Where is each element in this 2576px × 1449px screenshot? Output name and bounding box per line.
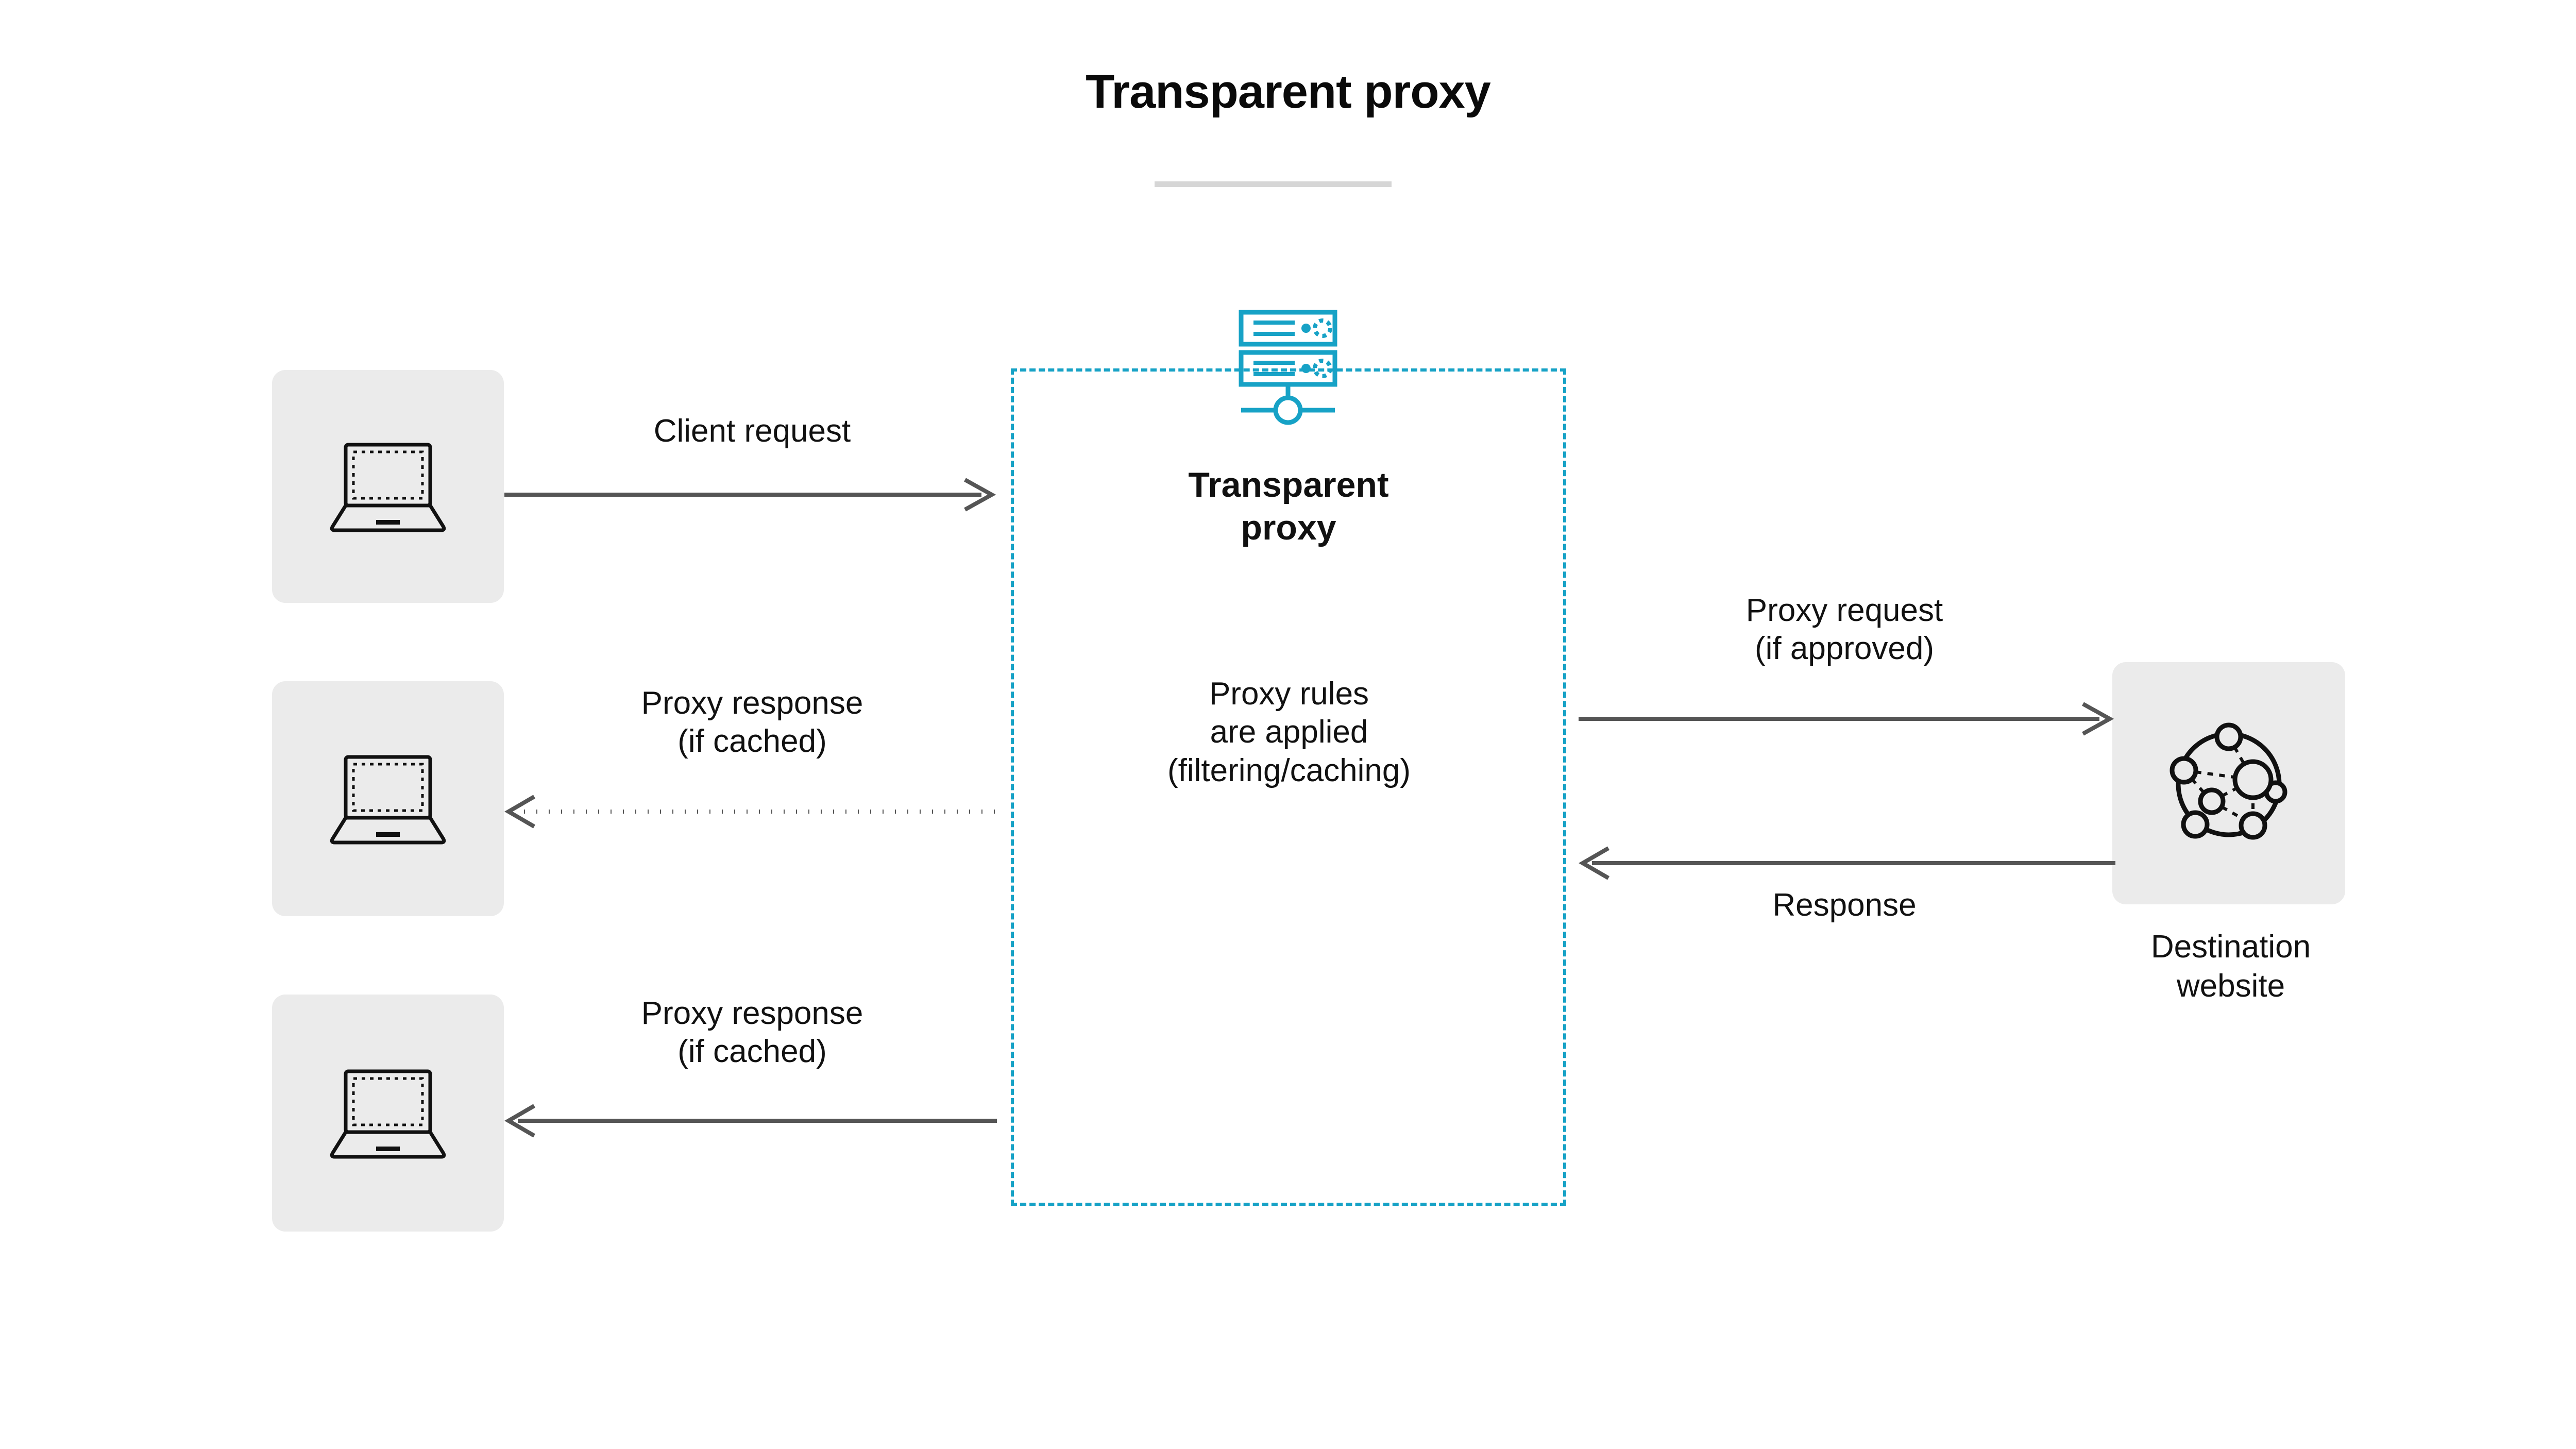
flow-label-line2: (if approved) xyxy=(1754,631,1935,667)
flow-label-proxy-response-bottom: Proxy response (if cached) xyxy=(507,995,997,1071)
proxy-heading-line2: proxy xyxy=(1241,508,1336,547)
proxy-heading: Transparent proxy xyxy=(1011,464,1566,549)
flow-label-line2: (if cached) xyxy=(677,723,827,760)
flow-arrow-proxy-response-top xyxy=(504,795,997,829)
client-laptop-card-middle xyxy=(272,681,504,916)
destination-label-line1: Destination xyxy=(2150,929,2311,965)
proxy-body-line2: are applied xyxy=(1210,714,1368,750)
flow-arrow-response xyxy=(1579,846,2115,880)
flow-label-line1: Proxy response xyxy=(641,685,863,721)
server-rack-icon xyxy=(1234,309,1342,428)
destination-website-card xyxy=(2112,662,2345,904)
flow-label-line1: Proxy response xyxy=(641,996,863,1031)
flow-arrow-proxy-request xyxy=(1579,702,2114,736)
flow-label-client-request: Client request xyxy=(507,412,997,450)
flow-label-line2: (if cached) xyxy=(677,1034,827,1070)
flow-arrow-proxy-response-bottom xyxy=(504,1104,997,1138)
laptop-icon xyxy=(329,1064,447,1162)
flow-label-line1: Proxy request xyxy=(1745,593,1943,628)
flow-label-proxy-request: Proxy request (if approved) xyxy=(1574,592,2115,668)
destination-label-line2: website xyxy=(2176,968,2285,1004)
proxy-body-line3: (filtering/caching) xyxy=(1167,752,1411,788)
flow-arrow-client-request xyxy=(504,478,996,512)
flow-label-response: Response xyxy=(1574,886,2115,924)
laptop-icon xyxy=(329,750,447,848)
flow-label-line1: Response xyxy=(1772,887,1917,923)
network-globe-icon xyxy=(2164,719,2293,848)
client-laptop-card-bottom xyxy=(272,995,504,1232)
title-underline-rule xyxy=(1155,181,1392,187)
destination-website-label: Destination website xyxy=(2040,928,2421,1005)
proxy-rules-text: Proxy rules are applied (filtering/cachi… xyxy=(995,675,1583,790)
page-title: Transparent proxy xyxy=(1086,65,1491,118)
laptop-icon xyxy=(329,437,447,535)
proxy-body-line1: Proxy rules xyxy=(1209,676,1369,712)
flow-label-line1: Client request xyxy=(653,413,851,449)
flow-label-proxy-response-top: Proxy response (if cached) xyxy=(507,684,997,761)
transparent-proxy-box xyxy=(1011,368,1566,1206)
client-laptop-card-top xyxy=(272,370,504,603)
proxy-heading-line1: Transparent xyxy=(1188,465,1389,504)
